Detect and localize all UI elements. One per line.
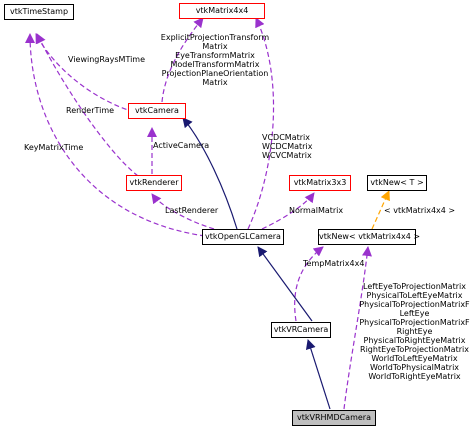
edge-camera-to-matrix4x4 (161, 17, 204, 103)
edge-renderer-to-timestamp (36, 33, 139, 177)
node-vtk-time-stamp[interactable]: vtkTimeStamp (4, 4, 74, 20)
label-viewing-rays-mtime: ViewingRaysMTime (68, 55, 146, 64)
edge-hmd-to-vtknewmatrix (343, 246, 372, 410)
edge-opengl-to-matrix3x3 (261, 192, 315, 230)
node-vtk-new-t[interactable]: vtkNew< T > (367, 175, 427, 191)
label-key-matrix-time: KeyMatrixTime (24, 143, 84, 152)
label-opengl-matrices: VCDCMatrix WCDCMatrix WCVCMatrix (262, 133, 313, 160)
edge-opengl-to-matrix4x4 (247, 17, 275, 230)
label-camera-matrices: ExplicitProjectionTransform Matrix EyeTr… (160, 33, 270, 87)
node-vtk-matrix4x4[interactable]: vtkMatrix4x4 (179, 3, 265, 19)
edge-opengl-to-timestamp (25, 33, 206, 237)
node-vtk-renderer[interactable]: vtkRenderer (126, 175, 182, 191)
node-vtk-camera[interactable]: vtkCamera (128, 103, 186, 119)
label-active-camera: ActiveCamera (153, 141, 210, 150)
label-temp-matrix: TempMatrix4x4 (303, 259, 365, 268)
edge-opengl-inherits-camera (182, 117, 238, 230)
edge-vr-to-vtknewmatrix (294, 246, 324, 322)
label-template-arg: < vtkMatrix4x4 > (384, 206, 456, 215)
edge-camera-to-timestamp (35, 33, 135, 113)
label-hmd-matrices: LeftEyeToProjectionMatrix PhysicalToLeft… (359, 282, 470, 381)
edge-opengl-to-renderer (151, 193, 215, 230)
label-normal-matrix: NormalMatrix (289, 206, 344, 215)
label-render-time: RenderTime (66, 106, 115, 115)
edge-template-instance (371, 190, 390, 230)
node-vtk-vr-hmd-camera: vtkVRHMDCamera (292, 410, 376, 426)
edge-hmd-inherits-vr (305, 339, 331, 410)
node-vtk-new-matrix4x4[interactable]: vtkNew< vtkMatrix4x4 > (318, 229, 420, 245)
label-last-renderer: LastRenderer (165, 206, 219, 215)
node-vtk-matrix3x3[interactable]: vtkMatrix3x3 (289, 175, 351, 191)
node-vtk-opengl-camera[interactable]: vtkOpenGLCamera (202, 229, 284, 245)
edge-vr-inherits-opengl (257, 246, 313, 322)
node-vtk-vr-camera[interactable]: vtkVRCamera (271, 322, 331, 338)
